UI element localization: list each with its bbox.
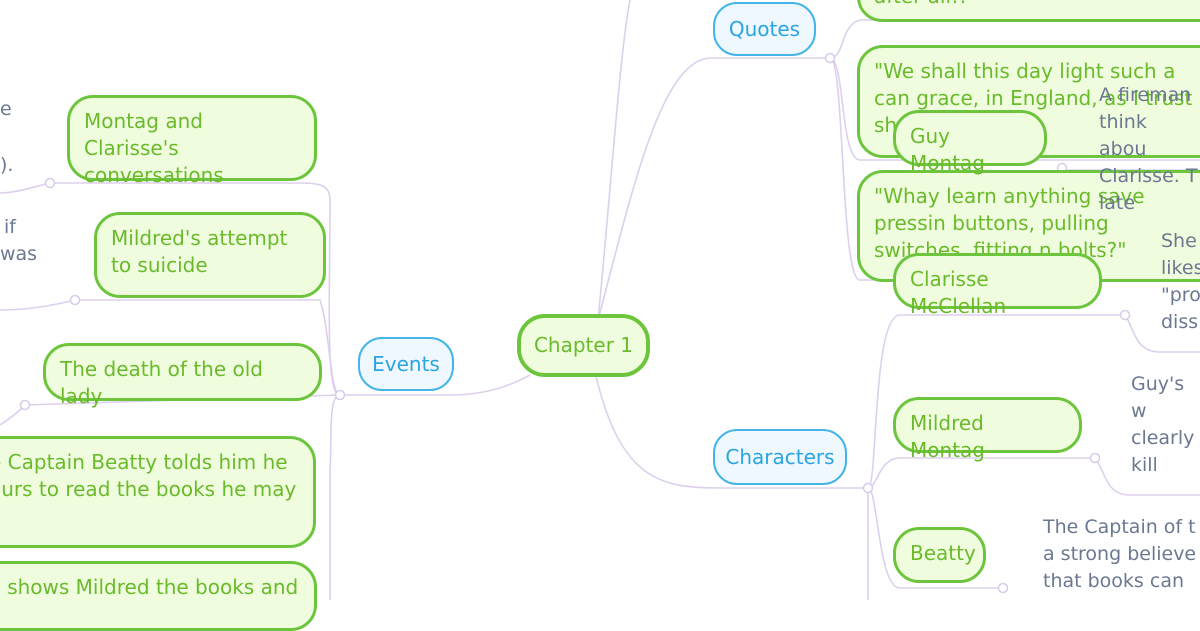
quote-text: after all!!: [874, 0, 967, 8]
character-note-beatty: The Captain of t a strong believe that b…: [1043, 516, 1197, 600]
character-note-montag: A fireman think abou Clarisse. T late: [1099, 84, 1198, 214]
root-node-chapter-1[interactable]: Chapter 1: [517, 314, 650, 377]
event-text: e Captain Beatty tolds him he ours to re…: [0, 450, 297, 501]
event-node-old-lady[interactable]: The death of the old lady: [43, 343, 322, 408]
event-text: y shows Mildred the books and: [0, 575, 299, 599]
event-text: Montag and Clarisse's conversations: [84, 109, 224, 187]
branch-quotes-label: Quotes: [728, 16, 801, 41]
character-node-clarisse[interactable]: Clarisse McClellan: [893, 253, 1102, 318]
branch-characters-label: Characters: [725, 444, 835, 469]
branch-quotes[interactable]: Quotes: [713, 2, 816, 56]
root-label: Chapter 1: [533, 333, 634, 357]
event-node-mildred-books[interactable]: y shows Mildred the books and: [0, 561, 317, 631]
connector-lines: [0, 0, 1200, 600]
branch-events[interactable]: Events: [358, 337, 454, 391]
character-name: Guy Montag: [910, 124, 985, 175]
character-node-guy-montag[interactable]: Guy Montag: [893, 110, 1047, 175]
event-node-conversations[interactable]: Montag and Clarisse's conversations: [67, 95, 317, 187]
character-note-clarisse: She likes "pro diss: [1161, 230, 1200, 333]
left-note-fragment: was: [0, 243, 38, 265]
character-name: Clarisse McClellan: [910, 267, 1007, 318]
event-text: Mildred's attempt to suicide: [111, 226, 288, 277]
branch-characters[interactable]: Characters: [713, 429, 847, 485]
branch-events-label: Events: [372, 351, 440, 376]
left-note-fragment: ).: [0, 154, 14, 176]
event-node-suicide-attempt[interactable]: Mildred's attempt to suicide: [94, 212, 326, 298]
event-text: The death of the old lady: [60, 357, 263, 408]
character-note-mildred: Guy's w clearly kill hers obligat: [1131, 373, 1195, 476]
character-name: Mildred Montag: [910, 411, 985, 462]
quote-text: "We shall this day light such a can grac…: [874, 59, 1193, 137]
left-note-fragment: e: [0, 98, 12, 120]
character-name: Beatty: [910, 541, 976, 565]
quote-node-1[interactable]: after all!!: [857, 0, 1200, 22]
character-node-beatty[interactable]: Beatty: [893, 527, 986, 583]
left-note-fragment: if: [4, 216, 16, 238]
event-node-beatty-hours[interactable]: e Captain Beatty tolds him he ours to re…: [0, 436, 316, 548]
character-node-mildred[interactable]: Mildred Montag: [893, 397, 1082, 462]
